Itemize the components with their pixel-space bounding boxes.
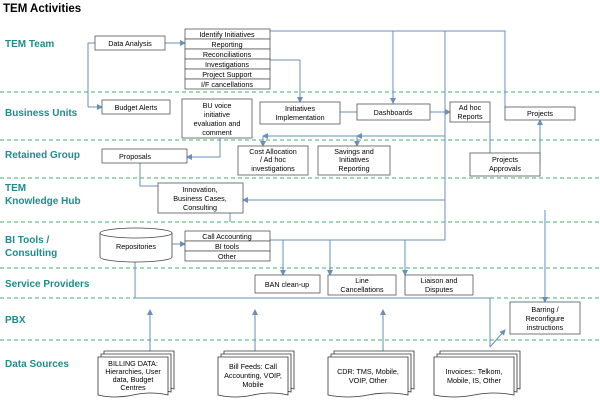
diagram-title: TEM Activities: [3, 3, 81, 15]
box-line-cancellations: [327, 274, 397, 296]
box-initiatives-implementation: [259, 101, 341, 125]
savings-label-3: Reporting: [338, 164, 369, 173]
budget-alerts-label: Budget Alerts: [115, 103, 158, 112]
doc-billing-data: BILLING DATA: Hierarchies, User data, Bu…: [97, 350, 175, 398]
line-cancellations-label-2: Cancellations: [340, 285, 384, 294]
box-barring-reconfigure: [509, 301, 581, 335]
liaison-label-1: Liaison and: [421, 276, 458, 285]
barring-label-2: Reconfigure: [526, 314, 565, 323]
call-accounting-label: Call Accounting: [202, 232, 252, 241]
billfeeds-label-3: Mobile: [242, 380, 263, 389]
box-data-analysis: [94, 35, 166, 51]
repositories-label: Repositories: [116, 242, 156, 251]
box-ban-cleanup: [254, 274, 321, 294]
lane-label-pbx: PBX: [5, 315, 26, 326]
bu-voice-label-4: comment: [202, 128, 232, 137]
cost-allocation-label-2: / Ad hoc: [260, 155, 286, 164]
billfeeds-label-1: Bill Feeds: Call: [229, 362, 277, 371]
cdr-label-2: VOIP, Other: [349, 376, 388, 385]
lane-label-tem-hub-line1: TEM: [5, 183, 26, 194]
box-cost-allocation: [237, 145, 309, 176]
projects-label: Projects: [527, 109, 553, 118]
box-savings-initiatives: [317, 145, 391, 176]
investigations-label: Investigations: [205, 60, 249, 69]
lane-label-service-providers: Service Providers: [5, 279, 90, 290]
proposals-label: Proposals: [119, 152, 151, 161]
bi-tools-stack: Call Accounting BI tools Other: [184, 230, 271, 262]
box-budget-alerts: [101, 99, 171, 115]
cost-allocation-label-3: investigations: [251, 164, 295, 173]
box-adhoc-reports: [449, 101, 491, 123]
invoices-label-2: Mobile, IS, Other: [447, 376, 502, 385]
lane-label-retained-group: Retained Group: [5, 150, 80, 161]
project-support-label: Project Support: [202, 70, 252, 79]
box-projects: [504, 106, 576, 121]
initiatives-implementation-label-1: Initiatives: [285, 104, 315, 113]
billing-label-2: Hierarchies, User: [105, 367, 161, 376]
if-cancellations-label: I/F cancellations: [201, 80, 253, 89]
lane-label-bi-tools-line1: BI Tools /: [5, 235, 49, 246]
innovation-label-2: Business Cases,: [173, 194, 227, 203]
box-bu-voice: [181, 98, 253, 139]
innovation-label-3: Consulting: [183, 203, 217, 212]
barring-label-1: Barring /: [531, 305, 558, 314]
box-projects-approvals: [469, 152, 541, 177]
lane-label-tem-hub-line2: Knowledge Hub: [5, 196, 81, 207]
savings-label-1: Savings and: [334, 147, 374, 156]
identify-initiatives-label: Identify Initiatives: [199, 30, 255, 39]
barring-label-3: instructions: [527, 323, 564, 332]
box-if-cancellations: [184, 78, 271, 90]
bu-voice-label-3: evaluation and: [194, 119, 241, 128]
tem-activities-stack: Identify Initiatives Reporting Reconcili…: [184, 28, 271, 90]
projects-approvals-label-1: Projects: [492, 155, 518, 164]
dashboards-label: Dashboards: [374, 108, 413, 117]
box-liaison-disputes: [404, 274, 474, 296]
box-other: [184, 250, 271, 262]
billing-label-3: data, Budget: [113, 375, 154, 384]
box-proposals: [101, 148, 188, 164]
box-dashboards: [356, 103, 431, 121]
connectors: [87, 30, 548, 355]
box-innovation: [157, 182, 244, 214]
line-cancellations-label-1: Line: [355, 276, 369, 285]
data-analysis-label: Data Analysis: [108, 39, 152, 48]
doc-cdr: CDR: TMS, Mobile, VOIP, Other: [327, 350, 415, 398]
cost-allocation-label-1: Cost Allocation: [249, 147, 297, 156]
liaison-label-2: Disputes: [425, 285, 453, 294]
bu-voice-label-2: initiative: [204, 110, 230, 119]
innovation-label-1: Innovation,: [182, 185, 217, 194]
lane-label-data-sources: Data Sources: [5, 359, 69, 370]
adhoc-reports-label-1: Ad hoc: [459, 103, 482, 112]
initiatives-implementation-label-2: Implementation: [275, 113, 324, 122]
cdr-label-1: CDR: TMS, Mobile,: [337, 367, 399, 376]
billing-label-4: Centres: [120, 383, 146, 392]
lane-label-business-units: Business Units: [5, 108, 78, 119]
reporting-label: Reporting: [211, 40, 242, 49]
bu-voice-label-1: BU voice: [203, 101, 232, 110]
ban-cleanup-label: BAN clean-up: [265, 280, 309, 289]
bi-tools-label: BI tools: [215, 242, 239, 251]
doc-bill-feeds: Bill Feeds: Call Accounting, VOIP, Mobil…: [217, 350, 295, 398]
other-label: Other: [218, 252, 237, 261]
invoices-label-1: Invoices:: Telkom,: [446, 367, 503, 376]
repositories-cylinder: [99, 227, 173, 263]
billing-label-1: BILLING DATA:: [108, 359, 158, 368]
reconciliations-label: Reconciliations: [203, 50, 252, 59]
lane-label-tem-team: TEM Team: [5, 39, 54, 50]
doc-invoices: Invoices:: Telkom, Mobile, IS, Other: [433, 350, 521, 398]
adhoc-reports-label-2: Reports: [457, 112, 483, 121]
projects-approvals-label-2: Approvals: [489, 164, 521, 173]
savings-label-2: Initiatives: [339, 155, 369, 164]
billfeeds-label-2: Accounting, VOIP,: [224, 371, 282, 380]
lane-label-bi-tools-line2: Consulting: [5, 248, 57, 259]
